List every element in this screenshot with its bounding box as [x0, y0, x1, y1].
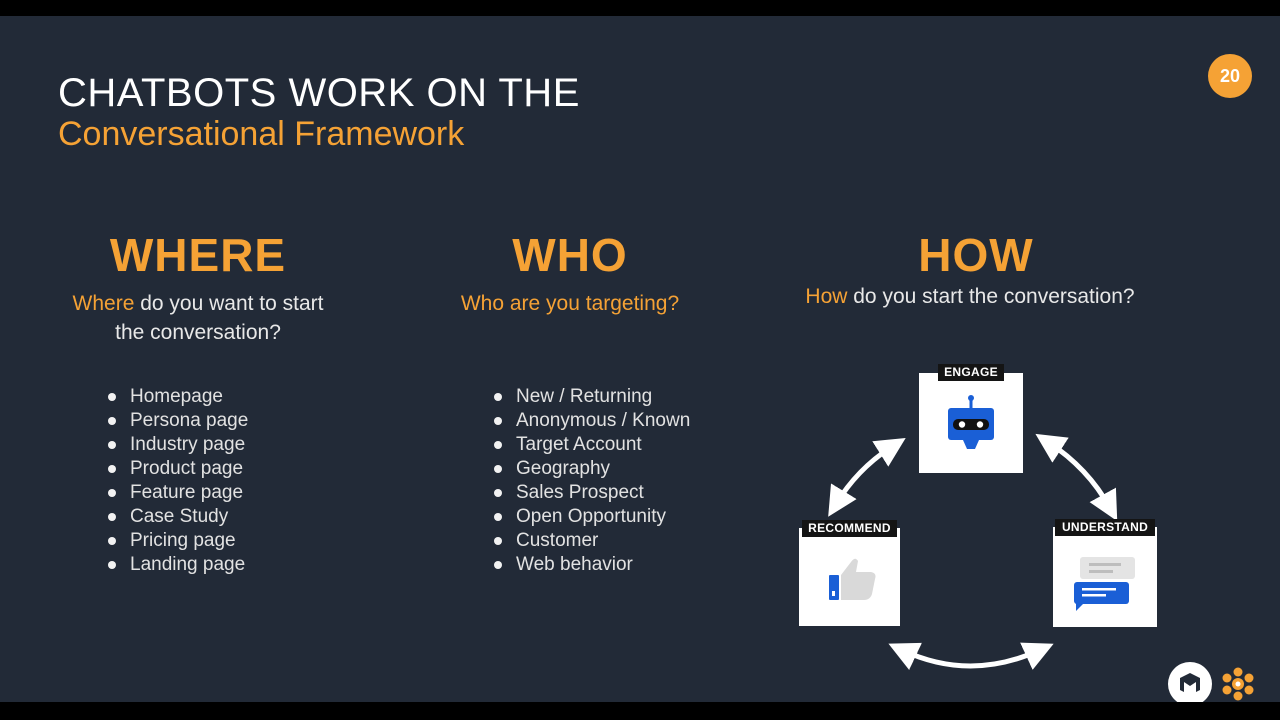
- list-item: Product page: [108, 457, 248, 481]
- list-item: Target Account: [494, 433, 690, 457]
- drift-logo-icon: [1168, 662, 1212, 702]
- list-item: Web behavior: [494, 553, 690, 577]
- where-question-line2: the conversation?: [115, 321, 281, 344]
- slide: CHATBOTS WORK ON THE Conversational Fram…: [0, 16, 1280, 702]
- slide-subtitle: Conversational Framework: [58, 115, 465, 153]
- cycle-arrows: [828, 433, 1118, 670]
- engage-label: ENGAGE: [938, 364, 1004, 381]
- list-item: Feature page: [108, 481, 248, 505]
- where-question-highlight: Where: [72, 292, 135, 315]
- how-question-highlight: How: [805, 285, 848, 308]
- where-heading: WHERE: [109, 229, 287, 281]
- engage-card: [919, 373, 1023, 473]
- list-item: Geography: [494, 457, 690, 481]
- cycle-arrow-icon: [1035, 433, 1118, 522]
- list-item: Case Study: [108, 505, 248, 529]
- page-number-badge: 20: [1208, 54, 1252, 98]
- list-item: Homepage: [108, 385, 248, 409]
- list-item: Pricing page: [108, 529, 248, 553]
- who-list: New / Returning Anonymous / Known Target…: [494, 385, 690, 577]
- list-item: New / Returning: [494, 385, 690, 409]
- list-item: Customer: [494, 529, 690, 553]
- cycle-arrow-icon: [828, 438, 906, 517]
- list-item: Sales Prospect: [494, 481, 690, 505]
- how-question: How do you start the conversation?: [790, 282, 1150, 311]
- where-question: Where do you want to start the conversat…: [48, 289, 348, 347]
- thumbs-up-icon: [829, 558, 876, 600]
- recommend-label: RECOMMEND: [802, 520, 897, 537]
- understand-card: [1053, 527, 1157, 627]
- list-item: Landing page: [108, 553, 248, 577]
- how-heading: HOW: [918, 229, 1034, 281]
- where-question-rest: do you want to start: [134, 292, 324, 315]
- slide-title: CHATBOTS WORK ON THE: [58, 71, 580, 115]
- who-question-text: Who are you targeting?: [460, 292, 680, 315]
- list-item: Open Opportunity: [494, 505, 690, 529]
- who-heading: WHO: [512, 229, 628, 281]
- where-list: Homepage Persona page Industry page Prod…: [108, 385, 248, 577]
- recommend-card: [799, 528, 900, 626]
- cycle-arrow-icon: [888, 642, 1054, 670]
- chat-bubble-icon: [1074, 557, 1135, 611]
- list-item: Industry page: [108, 433, 248, 457]
- company-logo-icon: [1218, 664, 1258, 702]
- who-question: Who are you targeting?: [420, 289, 720, 318]
- robot-icon: [948, 395, 994, 449]
- list-item: Persona page: [108, 409, 248, 433]
- how-question-rest: do you start the conversation?: [847, 285, 1135, 308]
- understand-label: UNDERSTAND: [1055, 519, 1155, 536]
- list-item: Anonymous / Known: [494, 409, 690, 433]
